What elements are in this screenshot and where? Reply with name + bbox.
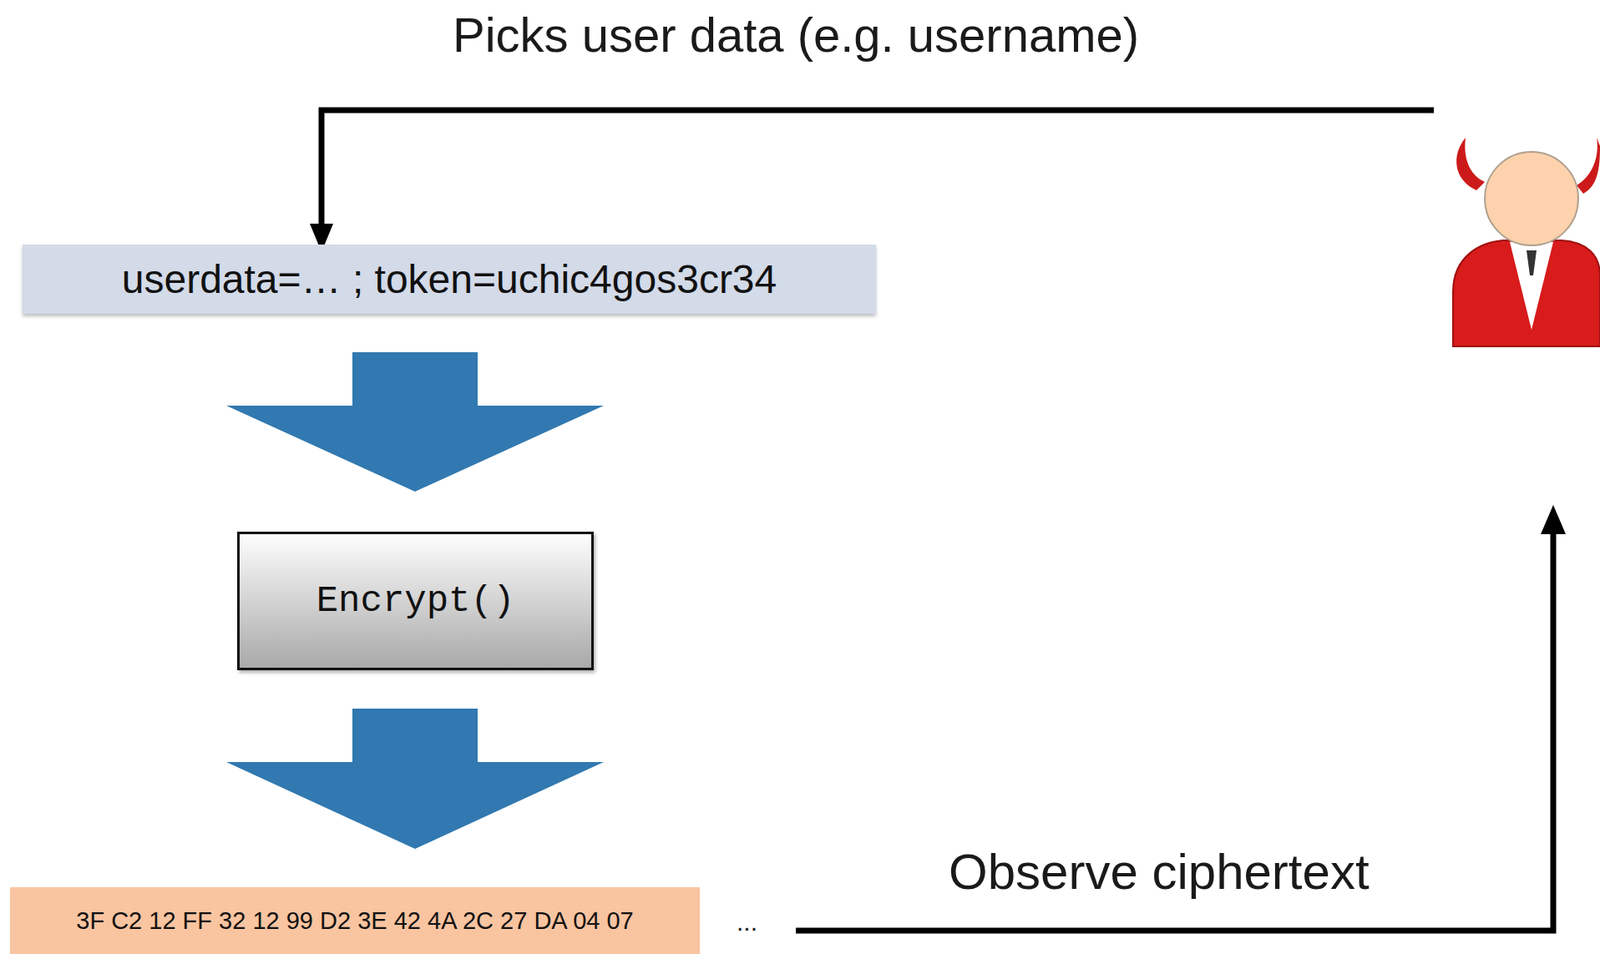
step-label: Picks user data (e.g. username) (452, 6, 1140, 63)
block-arrow (226, 352, 604, 850)
node-text: 3F C2 12 FF 32 12 99 D2 3E 42 4A 2C 27 D… (75, 907, 633, 936)
node-text: Encrypt() (316, 580, 516, 623)
process-box: Encrypt() (237, 531, 594, 671)
ellipsis-note: ... (736, 908, 758, 937)
plaintext-box: userdata=… ; token=uchic4gos3cr34 (22, 244, 876, 314)
flow-arrow (309, 110, 1434, 253)
step-label: Observe ciphertext (948, 843, 1370, 902)
node-text: userdata=… ; token=uchic4gos3cr34 (121, 256, 778, 303)
ciphertext-box: 3F C2 12 FF 32 12 99 D2 3E 42 4A 2C 27 D… (10, 887, 700, 954)
attacker-icon (1453, 137, 1600, 347)
flow-arrow (795, 505, 1566, 932)
